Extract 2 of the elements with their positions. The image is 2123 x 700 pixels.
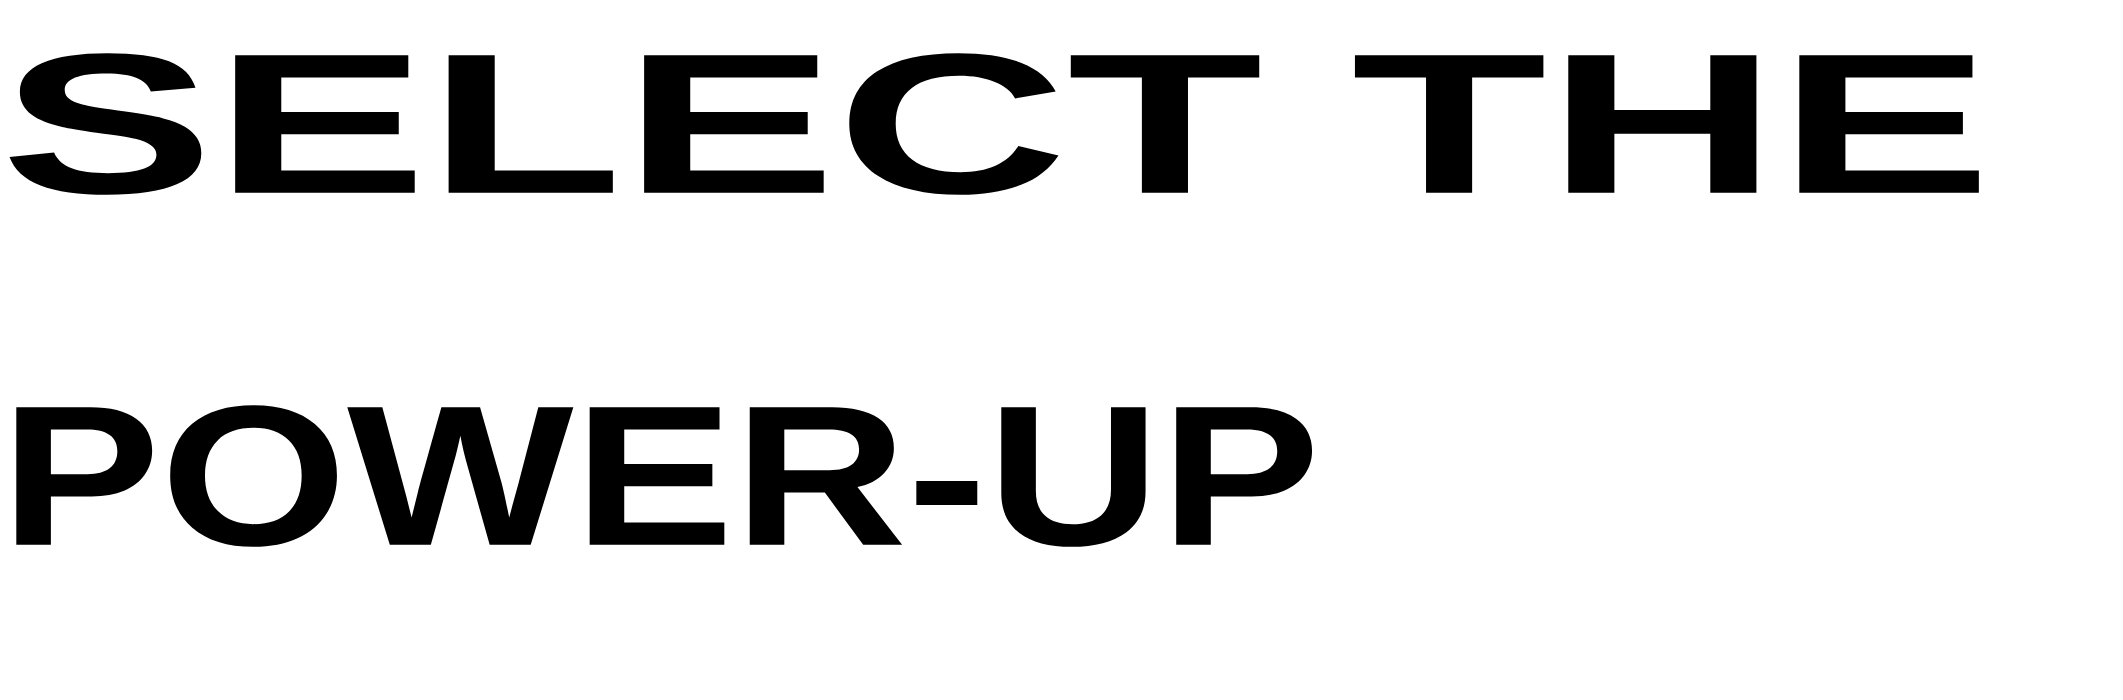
title-text: SELECT THE bbox=[9, 53, 1979, 195]
title-text: POWER-UP bbox=[16, 405, 1313, 547]
